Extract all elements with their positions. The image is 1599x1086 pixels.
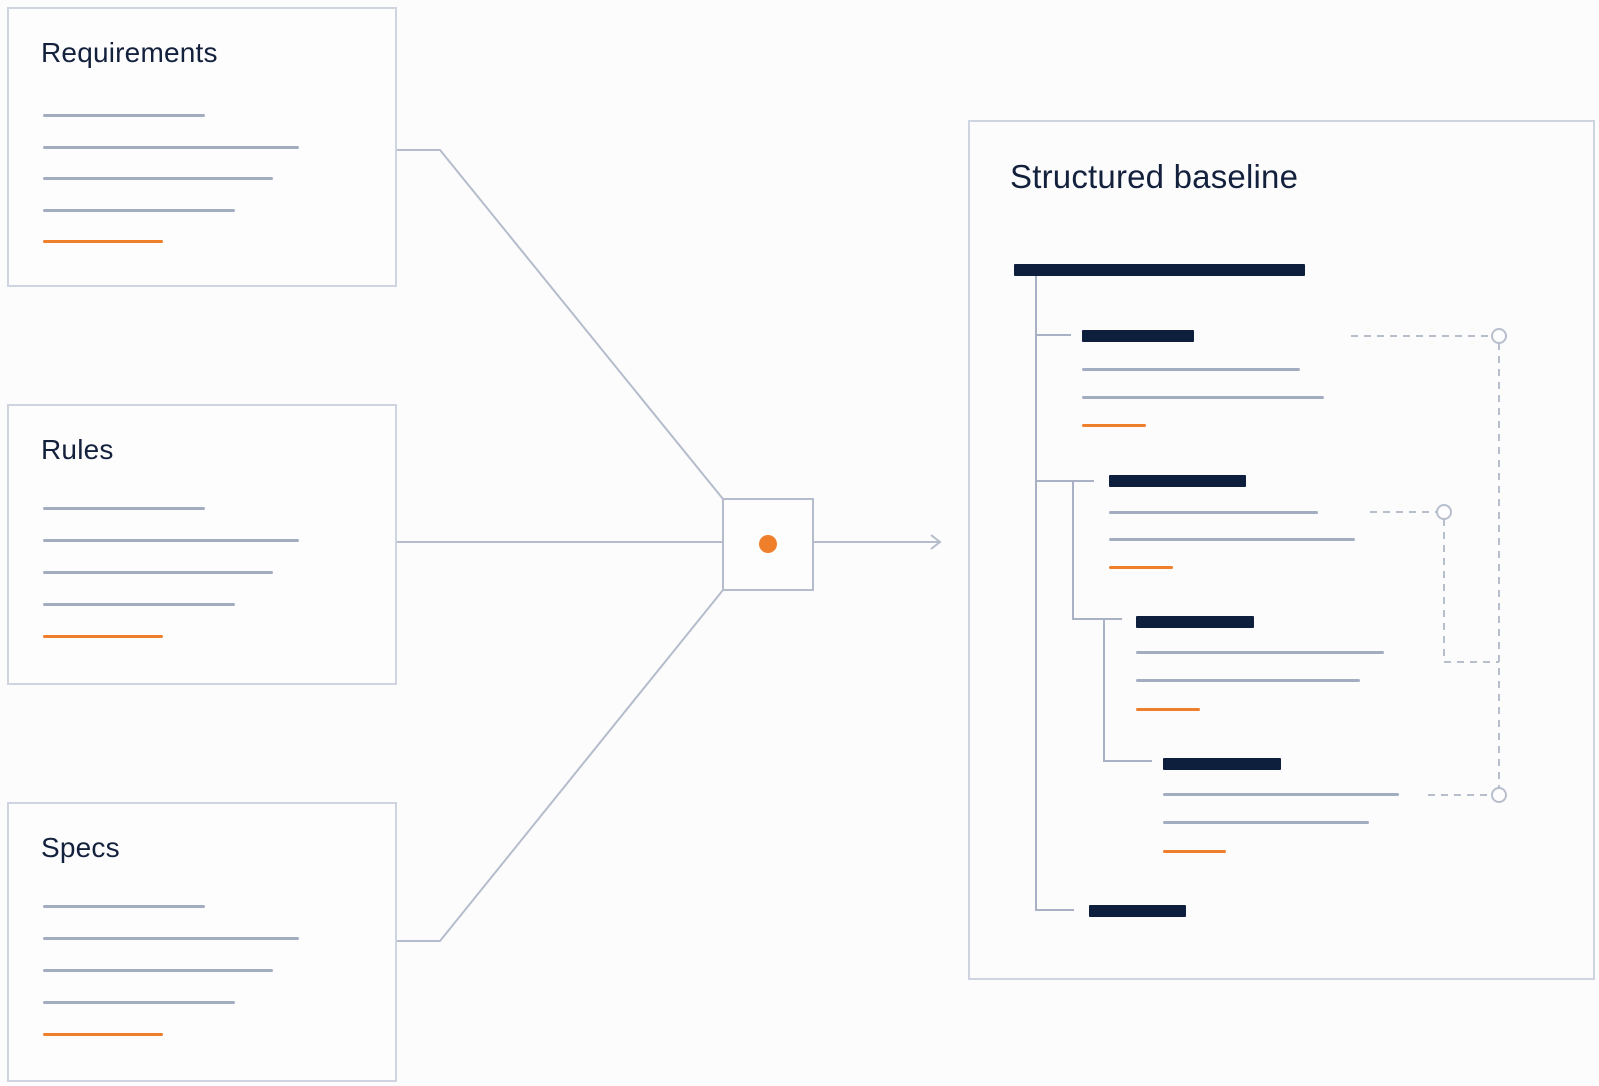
section-heading: [1082, 330, 1194, 342]
accent-line: [1082, 424, 1146, 427]
rules-title: Rules: [41, 434, 114, 465]
text-line: [1136, 651, 1384, 654]
text-line: [43, 905, 205, 908]
structured-baseline-card: Structured baseline: [968, 120, 1595, 980]
merge-hub-dot: [759, 535, 777, 553]
link-node-icon: [1491, 328, 1507, 344]
rules-card: Rules: [7, 404, 397, 685]
text-line: [1163, 821, 1369, 824]
text-line: [1136, 679, 1360, 682]
requirements-title: Requirements: [41, 37, 218, 68]
text-line: [43, 969, 273, 972]
structured-baseline-title: Structured baseline: [1010, 158, 1299, 195]
specs-connector: [396, 589, 724, 942]
accent-line: [43, 635, 163, 638]
text-line: [1082, 368, 1300, 371]
requirements-card: Requirements: [7, 7, 397, 287]
link-node-icon: [1491, 787, 1507, 803]
link-node-icon: [1436, 504, 1452, 520]
specs-title: Specs: [41, 832, 120, 863]
text-line: [43, 114, 205, 117]
cross-reference-links: [1351, 335, 1500, 796]
text-line: [43, 539, 299, 542]
accent-line: [43, 240, 163, 243]
section-heading: [1136, 616, 1254, 628]
text-line: [43, 177, 273, 180]
output-arrow-head-icon: [930, 534, 942, 550]
specs-card: Specs: [7, 802, 397, 1082]
section-heading: [1089, 905, 1186, 917]
accent-line: [1109, 566, 1173, 569]
section-heading: [1163, 758, 1281, 770]
text-line: [43, 937, 299, 940]
text-line: [43, 603, 235, 606]
section-heading: [1109, 475, 1246, 487]
text-line: [1109, 511, 1318, 514]
text-line: [1163, 793, 1399, 796]
text-line: [43, 507, 205, 510]
text-line: [1109, 538, 1355, 541]
text-line: [43, 209, 235, 212]
text-line: [43, 571, 273, 574]
link-node-icons: [1436, 328, 1507, 803]
requirements-connector: [396, 149, 724, 500]
accent-line: [43, 1033, 163, 1036]
baseline-tree-lines: [1035, 276, 1152, 911]
baseline-root-heading: [1014, 264, 1305, 276]
text-line: [43, 1001, 235, 1004]
text-line: [1082, 396, 1324, 399]
text-line: [43, 146, 299, 149]
accent-line: [1136, 708, 1200, 711]
accent-line: [1163, 850, 1226, 853]
